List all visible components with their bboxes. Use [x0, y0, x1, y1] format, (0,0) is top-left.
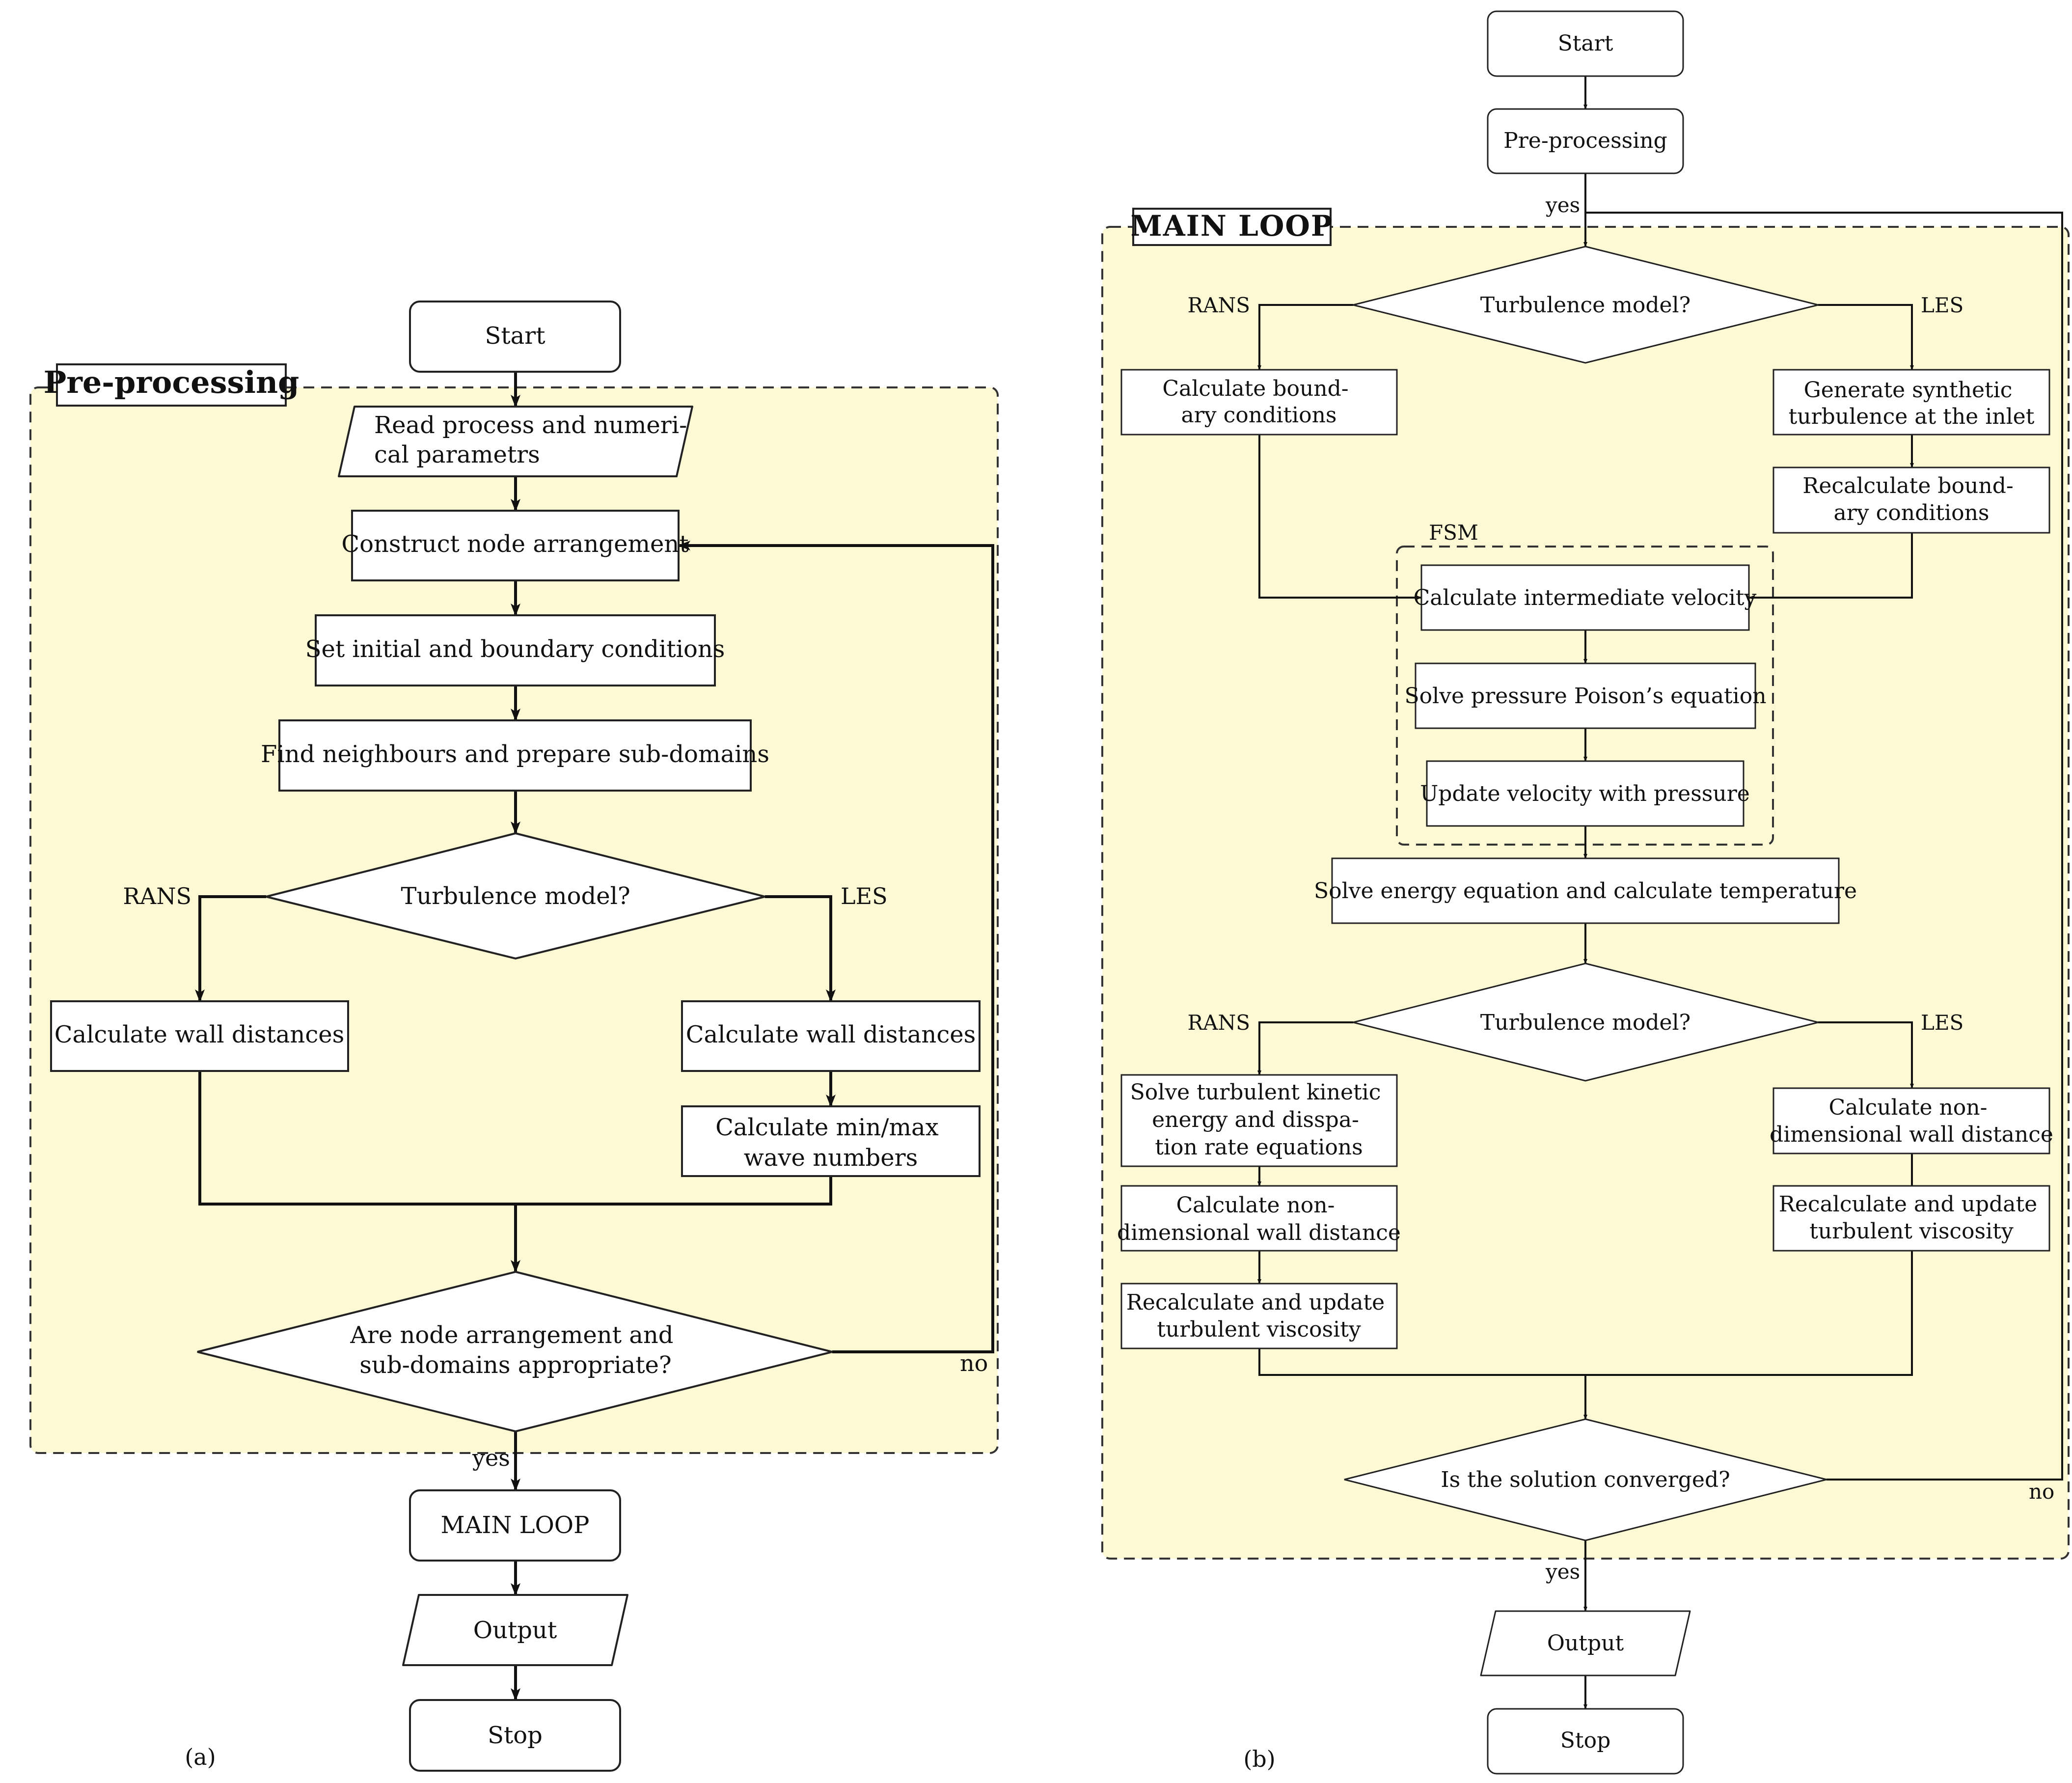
- yes-label-a: yes: [472, 1445, 510, 1471]
- preprocessing-node-b: Pre-processing: [1487, 108, 1684, 174]
- calc-bc-node: Calculate bound- ary conditions: [1120, 369, 1398, 436]
- wall-distance-rans-node: Calculate wall distances: [50, 1000, 349, 1072]
- no-label-a: no: [960, 1350, 988, 1376]
- nondim-rans-label: Calculate non- dimensional wall distance: [1117, 1193, 1401, 1245]
- output-node-a: Output: [402, 1594, 628, 1666]
- main-loop-title-box: [1132, 208, 1332, 246]
- rans-label-a: RANS: [123, 883, 191, 909]
- stop-node-a: Stop: [409, 1699, 621, 1772]
- start-node-a: Start: [409, 301, 621, 373]
- flowchart-b-edges: [1257, 76, 2063, 1709]
- find-neighbours-label: Find neighbours and prepare sub-domains: [261, 741, 769, 768]
- output-node-b: Output: [1480, 1610, 1691, 1676]
- les-label-a: LES: [841, 883, 888, 909]
- gen-synth-label: Generate synthetic turbulence at the inl…: [1789, 378, 2035, 429]
- caption-a: (a): [185, 1744, 216, 1770]
- appropriate-decision-label: Are node arrangement and sub-domains app…: [350, 1321, 681, 1379]
- converged-decision-label: Is the solution converged?: [1441, 1467, 1730, 1492]
- energy-node: Solve energy equation and calculate temp…: [1314, 857, 1857, 924]
- output-label-a: Output: [473, 1617, 557, 1644]
- nondim-rans-node: Calculate non- dimensional wall distance: [1117, 1185, 1401, 1252]
- read-params-node: Read process and numeri- cal parametrs: [338, 406, 695, 477]
- visc-rans-label: Recalculate and update turbulent viscosi…: [1126, 1290, 1391, 1342]
- find-neighbours-node: Find neighbours and prepare sub-domains: [261, 719, 769, 792]
- visc-rans-node: Recalculate and update turbulent viscosi…: [1120, 1283, 1398, 1349]
- preprocessing-title-box: [56, 363, 287, 407]
- preprocessing-title: Pre-processing: [44, 364, 300, 400]
- recalc-bc-node: Recalculate bound- ary conditions: [1772, 466, 2050, 534]
- rans-label-b1: RANS: [1188, 293, 1250, 317]
- stop-node-b: Stop: [1487, 1708, 1684, 1775]
- no-label-b: no: [2029, 1480, 2054, 1504]
- read-params-label: Read process and numeri- cal parametrs: [374, 411, 695, 468]
- stop-label-b: Stop: [1560, 1728, 1610, 1753]
- visc-les-label: Recalculate and update turbulent viscosi…: [1779, 1192, 2044, 1244]
- fsm-label: FSM: [1429, 521, 1478, 545]
- caption-b: (b): [1243, 1746, 1275, 1772]
- flowchart-b: MAIN LOOP FSM: [1101, 10, 2070, 1775]
- intermediate-velocity-label: Calculate intermediate velocity: [1414, 585, 1757, 610]
- calc-bc-label: Calculate bound- ary conditions: [1162, 376, 1355, 428]
- pressure-poisson-node: Solve pressure Poison’s equation: [1404, 662, 1767, 729]
- nondim-les-node: Calculate non- dimensional wall distance: [1770, 1087, 2053, 1154]
- main-loop-node: MAIN LOOP: [409, 1489, 621, 1562]
- construct-nodes-node: Construct node arrangement: [341, 510, 689, 581]
- rans-label-b2: RANS: [1188, 1011, 1250, 1035]
- stop-label-a: Stop: [488, 1722, 543, 1749]
- visc-les-node: Recalculate and update turbulent viscosi…: [1772, 1185, 2050, 1252]
- set-conditions-label: Set initial and boundary conditions: [305, 635, 725, 663]
- yes-top-label-b: yes: [1545, 193, 1580, 217]
- turbulence-decision-b1: Turbulence model?: [1353, 246, 1819, 364]
- start-label-b: Start: [1558, 31, 1613, 56]
- energy-label: Solve energy equation and calculate temp…: [1314, 878, 1857, 904]
- start-label-a: Start: [485, 322, 545, 350]
- gen-synth-node: Generate synthetic turbulence at the inl…: [1772, 369, 2050, 436]
- wave-numbers-label: Calculate min/max wave numbers: [715, 1114, 946, 1172]
- appropriate-decision: Are node arrangement and sub-domains app…: [197, 1270, 833, 1433]
- main-loop-label: MAIN LOOP: [441, 1511, 590, 1539]
- flowchart-a-edges: [195, 372, 994, 1701]
- pressure-poisson-label: Solve pressure Poison’s equation: [1404, 684, 1766, 709]
- main-loop-title: MAIN LOOP: [1131, 209, 1334, 243]
- start-node-b: Start: [1487, 10, 1684, 77]
- yes-bottom-label-b: yes: [1545, 1560, 1580, 1584]
- converged-decision: Is the solution converged?: [1344, 1418, 1827, 1541]
- output-label-b: Output: [1547, 1631, 1624, 1656]
- update-velocity-node: Update velocity with pressure: [1420, 760, 1750, 827]
- set-conditions-node: Set initial and boundary conditions: [305, 614, 725, 686]
- flowchart-a: Pre-processing Start Read pro: [29, 301, 999, 1772]
- update-velocity-label: Update velocity with pressure: [1420, 781, 1750, 806]
- recalc-bc-label: Recalculate bound- ary conditions: [1802, 473, 2020, 525]
- wall-distance-les-label: Calculate wall distances: [686, 1021, 976, 1048]
- turbulence-decision-b2: Turbulence model?: [1353, 962, 1819, 1082]
- les-label-b2: LES: [1921, 1011, 1963, 1035]
- solve-ke-label: Solve turbulent kinetic energy and dissp…: [1130, 1080, 1388, 1160]
- intermediate-velocity-node: Calculate intermediate velocity: [1414, 564, 1757, 631]
- turbulence-decision-b2-label: Turbulence model?: [1480, 1010, 1690, 1035]
- turbulence-decision-a: Turbulence model?: [266, 832, 765, 960]
- wall-distance-les-node: Calculate wall distances: [681, 1000, 981, 1072]
- wall-distance-rans-label: Calculate wall distances: [55, 1021, 345, 1048]
- les-label-b1: LES: [1921, 293, 1963, 317]
- wave-numbers-node: Calculate min/max wave numbers: [681, 1105, 981, 1177]
- preprocessing-label-b: Pre-processing: [1503, 128, 1667, 153]
- nondim-les-label: Calculate non- dimensional wall distance: [1770, 1095, 2053, 1147]
- turbulence-decision-b1-label: Turbulence model?: [1480, 293, 1690, 318]
- turbulence-decision-a-label: Turbulence model?: [401, 882, 630, 910]
- construct-nodes-label: Construct node arrangement: [341, 530, 688, 558]
- solve-ke-node: Solve turbulent kinetic energy and dissp…: [1120, 1074, 1398, 1167]
